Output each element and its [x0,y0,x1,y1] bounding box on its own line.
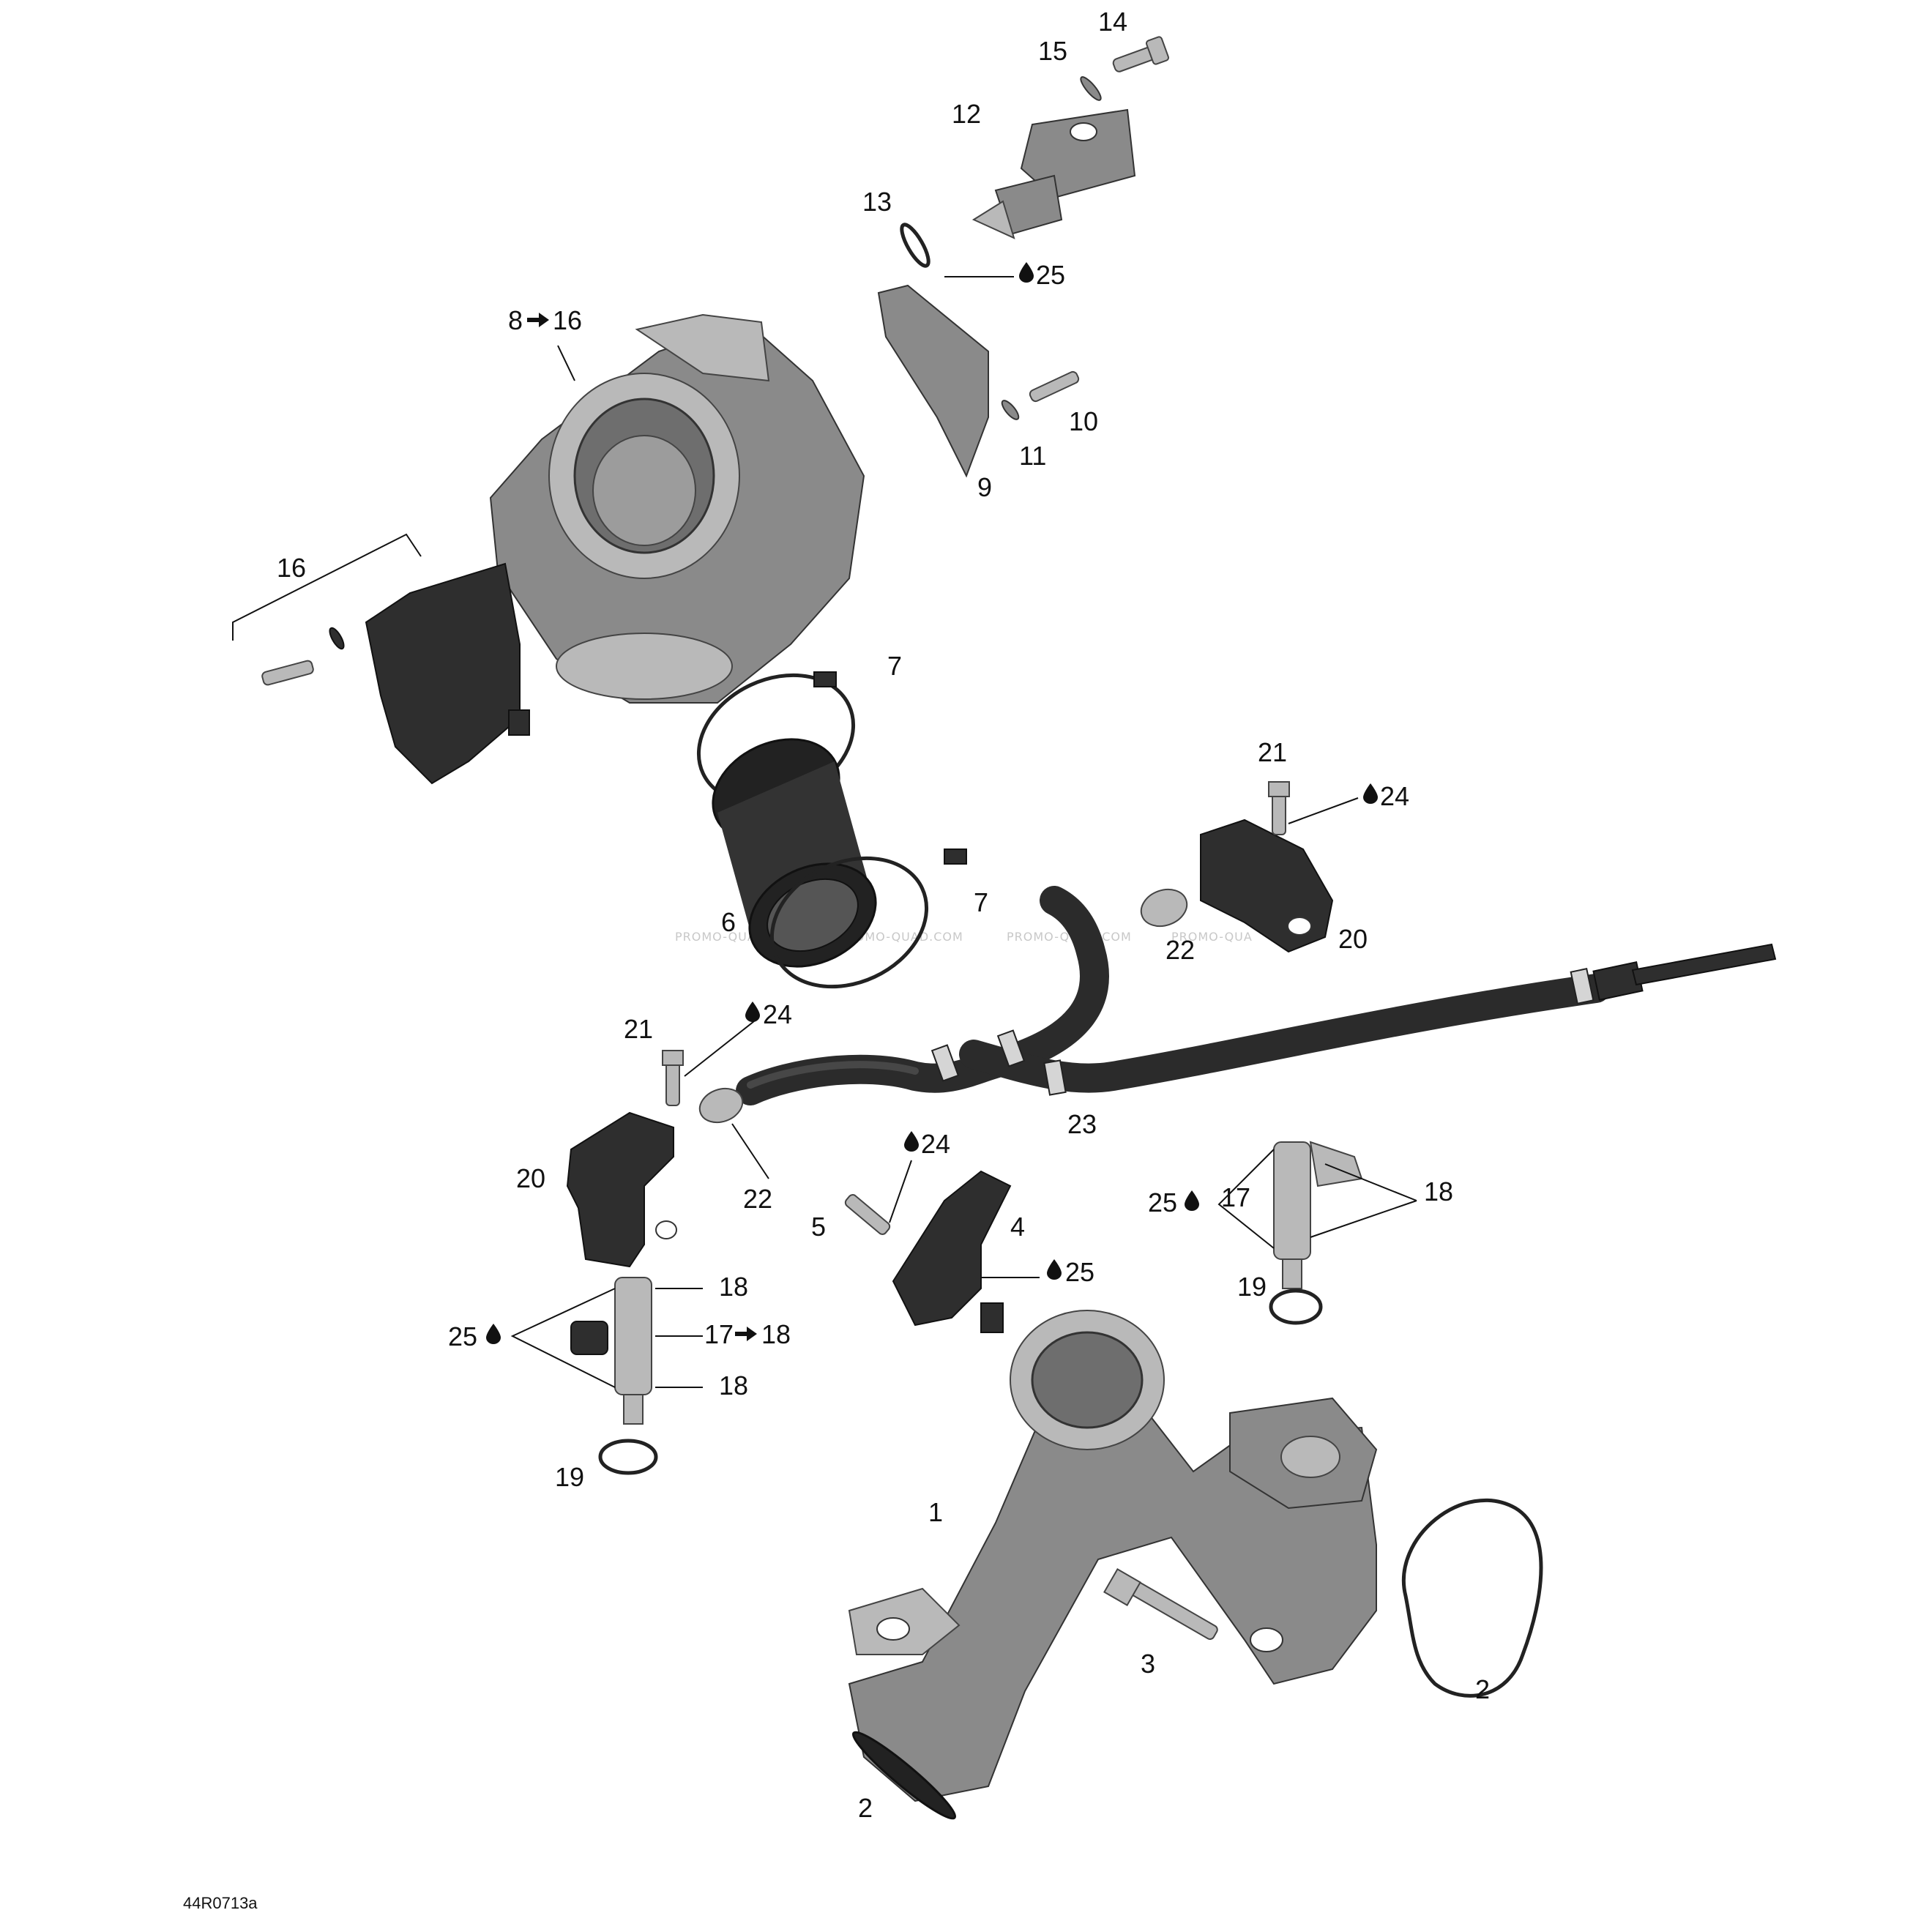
callout-7-a: 7 [887,651,902,681]
callout-8-to-16: 16 [553,305,582,335]
leader-18-a1 [1324,1163,1417,1201]
oil-drop-icon [1019,262,1034,283]
oil-drop-icon [1047,1259,1062,1280]
callout-2-b: 2 [858,1793,873,1823]
leader-lines [232,276,1417,1388]
part-3-bolt [1103,1568,1218,1640]
part-1-intake-manifold [848,1310,1378,1802]
callout-23: 23 [1067,1109,1097,1139]
callout-25-a: 25 [1036,260,1065,290]
part-2-gasket-left [851,1731,957,1820]
part-19-o-ring-left [598,1439,658,1475]
right-arrow-icon [735,1327,757,1341]
callout-13: 13 [862,187,892,217]
callout-19-a: 19 [1237,1272,1267,1302]
watermark-2: PROMO-QUAD.COM [838,930,963,944]
callout-12: 12 [952,99,981,129]
leader-25-c [1217,1149,1275,1249]
callout-21-a: 21 [1258,737,1287,767]
callout-19-b: 19 [555,1462,584,1492]
right-arrow-icon [527,313,549,327]
part-19-o-ring-right [1269,1288,1323,1325]
part-17-fuel-injector-right [1273,1141,1363,1289]
callout-1: 1 [928,1497,943,1527]
callout-20-b: 20 [516,1163,545,1193]
leader-24-a [1288,797,1359,824]
part-8-throttle-body [489,313,865,704]
oil-drop-icon [1363,783,1378,804]
callout-4: 4 [1010,1212,1025,1242]
callout-18-a: 18 [1424,1176,1453,1206]
part-13-o-ring [900,223,930,268]
leader-24-c [889,1160,912,1223]
callout-18-c: 18 [719,1370,748,1400]
part-4-map-sensor [892,1170,1012,1333]
leader-8 [557,345,575,381]
part-17-fuel-injector-left [570,1277,652,1425]
callout-15: 15 [1038,36,1067,66]
part-20-fuel-rail-bracket-right [1200,818,1334,953]
oil-drop-icon [486,1324,501,1344]
callout-17-a: 17 [1221,1182,1250,1212]
callout-22-b: 22 [743,1184,772,1214]
callout-25-c: 25 [1148,1187,1177,1217]
callout-17-18-to: 18 [761,1319,791,1349]
part-14-bolt [1112,36,1170,72]
part-22-spacer-right [1140,888,1188,928]
callout-9: 9 [977,472,992,502]
reference-code: 44R0713a [183,1894,258,1912]
callout-5: 5 [811,1212,826,1242]
leader-24-b [684,1021,755,1077]
callout-20-a: 20 [1338,924,1368,954]
part-7-clamp-lower [769,848,967,989]
part-10-bolt [1029,370,1080,403]
callout-18-b: 18 [719,1272,748,1302]
watermark-4: PROMO-QUA [1171,930,1253,944]
part-22-spacer-left [698,1087,744,1124]
oil-drop-icon [1185,1190,1199,1211]
part-11-washer [1001,400,1020,420]
part-21-bolt-right [1268,781,1290,835]
oil-drop-icon [904,1131,919,1152]
leader-22-b [731,1123,769,1179]
callout-7-b: 7 [974,887,988,917]
leader-25-d [510,1288,616,1388]
part-15-washer [1080,76,1102,101]
callout-8: 8 [508,305,523,335]
callout-25-d: 25 [448,1321,477,1351]
part-20-fuel-rail-bracket-left [566,1111,677,1268]
callout-21-b: 21 [624,1014,653,1044]
part-5-bolt [844,1194,891,1235]
callout-10: 10 [1069,406,1098,436]
part-12-idle-valve [971,108,1136,239]
part-6-intake-boot [712,738,877,968]
bracket-16 [232,533,422,641]
callout-16: 16 [277,553,306,583]
part-23-fuel-hose [736,886,1777,1105]
callout-17-18: 17 [704,1319,734,1349]
callout-14: 14 [1098,7,1127,37]
oil-drop-icon [745,1002,760,1022]
callout-24-c: 24 [921,1129,950,1159]
callout-11: 11 [1019,441,1046,471]
callout-labels: 14 15 12 13 25 8 16 10 11 9 16 7 7 6 21 … [183,7,1490,1912]
callout-24-b: 24 [763,999,792,1029]
callout-22-a: 22 [1165,935,1195,965]
part-21-bolt-left [662,1050,684,1106]
callout-6: 6 [721,907,736,937]
callout-3: 3 [1141,1649,1155,1679]
callout-2-a: 2 [1475,1674,1490,1704]
part-9-adapter-plate [877,284,989,478]
callout-24-a: 24 [1380,781,1409,811]
leader-18-a2 [1310,1200,1417,1238]
callout-25-b: 25 [1065,1257,1094,1287]
part-16-cover-assembly [261,562,530,785]
part-2-gasket-right [1402,1498,1543,1698]
